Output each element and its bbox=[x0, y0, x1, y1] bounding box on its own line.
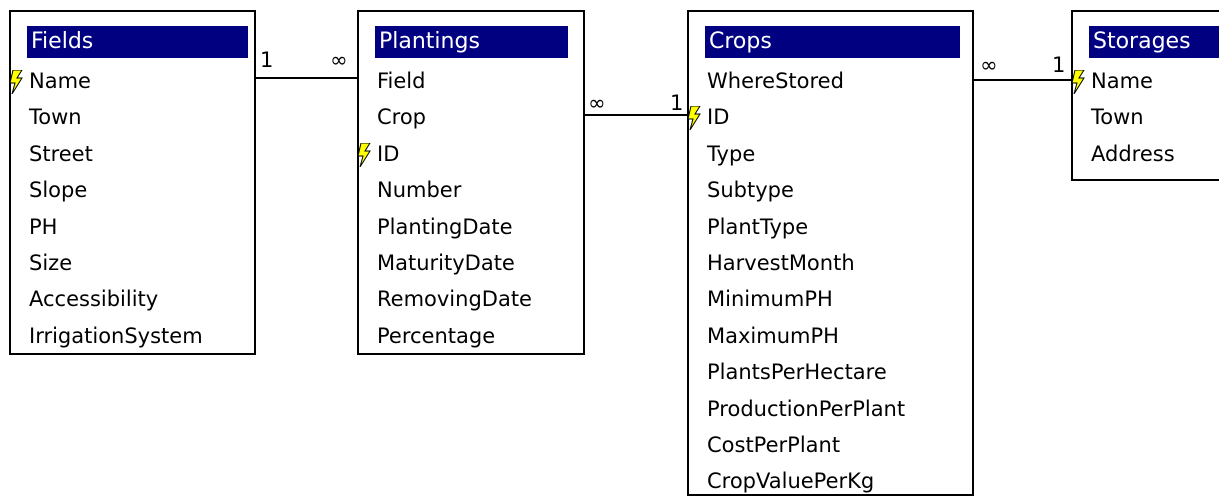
table-field[interactable]: Type bbox=[707, 136, 905, 172]
field-label: Field bbox=[377, 69, 426, 93]
field-label: WhereStored bbox=[707, 69, 844, 93]
table-field[interactable]: CostPerPlant bbox=[707, 427, 905, 463]
table-field[interactable]: Accessibility bbox=[29, 281, 203, 317]
table-field[interactable]: IrrigationSystem bbox=[29, 318, 203, 354]
field-label: Crop bbox=[377, 105, 427, 130]
field-label: Size bbox=[29, 250, 73, 275]
field-label: IrrigationSystem bbox=[29, 323, 203, 348]
table-field[interactable]: MaturityDate bbox=[377, 245, 532, 281]
field-label: HarvestMonth bbox=[707, 250, 855, 275]
field-label: Street bbox=[29, 141, 93, 166]
field-label: MaximumPH bbox=[707, 323, 839, 348]
table-field[interactable]: RemovingDate bbox=[377, 281, 532, 317]
primary-key-field[interactable]: Name bbox=[9, 63, 203, 99]
field-label: Town bbox=[29, 105, 82, 130]
field-label: Town bbox=[1091, 105, 1144, 130]
field-label: PlantsPerHectare bbox=[707, 360, 887, 385]
table-field[interactable]: MaximumPH bbox=[707, 318, 905, 354]
field-label: ProductionPerPlant bbox=[707, 396, 906, 421]
table-title: Crops bbox=[705, 26, 960, 58]
field-label: Number bbox=[377, 178, 462, 203]
rel2-right-cardinality: 1 bbox=[670, 91, 684, 115]
rel3-left-cardinality: ∞ bbox=[980, 53, 998, 77]
rel2-left-cardinality: ∞ bbox=[588, 91, 606, 115]
table-field[interactable]: Subtype bbox=[707, 172, 905, 208]
field-label: PlantingDate bbox=[377, 214, 513, 239]
field-label: MaturityDate bbox=[377, 250, 515, 275]
table-field[interactable]: PlantingDate bbox=[377, 209, 532, 245]
table-title: Storages bbox=[1089, 26, 1219, 58]
primary-key-icon bbox=[9, 70, 23, 94]
field-label: RemovingDate bbox=[377, 287, 532, 312]
primary-key-field[interactable]: Name bbox=[1071, 63, 1175, 99]
field-label: ID bbox=[707, 105, 730, 130]
table-field[interactable]: HarvestMonth bbox=[707, 245, 905, 281]
table-field[interactable]: Size bbox=[29, 245, 203, 281]
table-field[interactable]: Town bbox=[29, 99, 203, 135]
primary-key-icon bbox=[357, 142, 371, 167]
table-field[interactable]: PlantType bbox=[707, 209, 905, 245]
field-label: Percentage bbox=[377, 323, 496, 348]
field-label: CostPerPlant bbox=[707, 432, 841, 457]
table-field[interactable]: Slope bbox=[29, 172, 203, 208]
field-label: PH bbox=[29, 214, 58, 239]
field-label: Slope bbox=[29, 178, 88, 203]
table-field[interactable]: ProductionPerPlant bbox=[707, 391, 905, 427]
field-label: Name bbox=[29, 69, 91, 93]
table-field[interactable]: PlantsPerHectare bbox=[707, 354, 905, 390]
field-label: Name bbox=[1091, 69, 1153, 93]
field-label: Subtype bbox=[707, 178, 794, 203]
primary-key-icon bbox=[687, 106, 701, 131]
field-label: MinimumPH bbox=[707, 287, 833, 312]
rel3-right-cardinality: 1 bbox=[1052, 53, 1066, 77]
table-field[interactable]: PH bbox=[29, 209, 203, 245]
field-label: PlantType bbox=[707, 214, 809, 239]
table-title: Fields bbox=[27, 26, 248, 58]
table-field[interactable]: Percentage bbox=[377, 318, 532, 354]
table-field[interactable]: Field bbox=[377, 63, 532, 99]
primary-key-field[interactable]: ID bbox=[357, 136, 532, 172]
table-field[interactable]: Street bbox=[29, 136, 203, 172]
table-field[interactable]: Town bbox=[1091, 99, 1175, 135]
table-field[interactable]: Address bbox=[1091, 136, 1175, 172]
rel1-right-cardinality: ∞ bbox=[330, 48, 348, 72]
primary-key-icon bbox=[1071, 70, 1085, 94]
table-field[interactable]: WhereStored bbox=[707, 63, 905, 99]
field-label: Address bbox=[1091, 141, 1175, 166]
rel1-left-cardinality: 1 bbox=[260, 48, 274, 72]
table-field[interactable]: CropValuePerKg bbox=[707, 463, 905, 499]
field-label: Type bbox=[707, 141, 756, 166]
field-label: CropValuePerKg bbox=[707, 469, 875, 494]
table-field[interactable]: Crop bbox=[377, 99, 532, 135]
table-title: Plantings bbox=[375, 26, 568, 58]
table-field[interactable]: Number bbox=[377, 172, 532, 208]
table-field[interactable]: MinimumPH bbox=[707, 281, 905, 317]
field-label: ID bbox=[377, 141, 400, 166]
field-label: Accessibility bbox=[29, 287, 159, 312]
primary-key-field[interactable]: ID bbox=[687, 99, 905, 135]
